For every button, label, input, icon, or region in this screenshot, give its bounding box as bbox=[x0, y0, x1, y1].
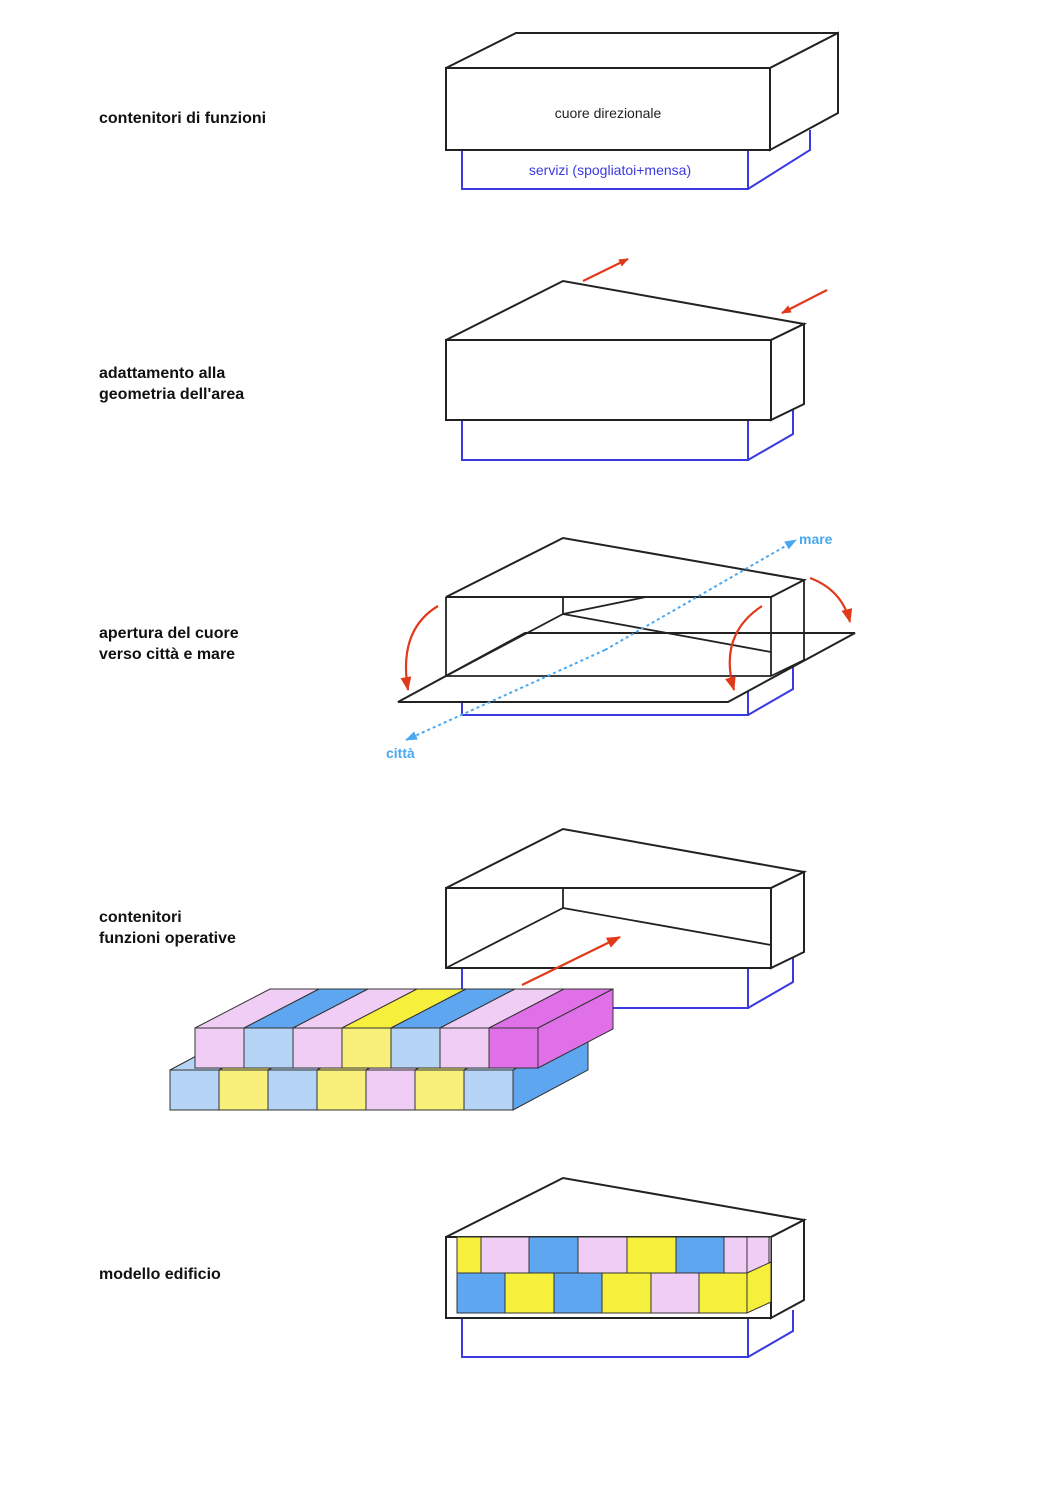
services-volume bbox=[461, 130, 811, 190]
block bbox=[528, 1236, 579, 1274]
step3-diagram: mare città bbox=[386, 531, 856, 761]
block bbox=[341, 1027, 392, 1069]
block bbox=[675, 1236, 725, 1274]
city-label: città bbox=[386, 745, 415, 761]
arrow-left bbox=[781, 289, 828, 314]
arrow-right bbox=[582, 258, 629, 282]
step-label-operative: contenitori funzioni operative bbox=[99, 909, 236, 947]
core-label: cuore direzionale bbox=[555, 105, 662, 121]
services-label: servizi (spogliatoi+mensa) bbox=[529, 162, 691, 178]
block bbox=[439, 1027, 490, 1069]
block bbox=[292, 1027, 343, 1069]
model-blocks bbox=[456, 1236, 772, 1314]
block bbox=[456, 1236, 482, 1274]
open-core bbox=[445, 536, 808, 677]
block bbox=[456, 1272, 506, 1314]
block bbox=[650, 1272, 700, 1314]
block bbox=[414, 1069, 465, 1111]
block-side bbox=[537, 988, 614, 1069]
block bbox=[316, 1069, 367, 1111]
arrow-open-middle bbox=[725, 605, 763, 691]
services-volume bbox=[461, 1310, 794, 1358]
block bbox=[626, 1236, 677, 1274]
arrow-open-left bbox=[400, 605, 439, 691]
block bbox=[169, 1069, 220, 1111]
block bbox=[390, 1027, 441, 1069]
block bbox=[267, 1069, 318, 1111]
step5-diagram bbox=[445, 1176, 808, 1358]
block bbox=[194, 1027, 245, 1069]
operative-blocks-upper bbox=[194, 988, 614, 1069]
step-label-containers: contenitori di funzioni bbox=[99, 110, 267, 127]
block bbox=[480, 1236, 530, 1274]
open-core bbox=[445, 827, 808, 970]
city-direction-arrow bbox=[405, 649, 606, 741]
block bbox=[577, 1236, 628, 1274]
block bbox=[365, 1069, 416, 1111]
block bbox=[218, 1069, 269, 1111]
block bbox=[723, 1236, 748, 1274]
arrow-open-right bbox=[809, 576, 853, 623]
insert-arrow bbox=[521, 936, 621, 986]
sea-label: mare bbox=[799, 531, 833, 547]
block bbox=[463, 1069, 514, 1111]
sea-direction-arrow bbox=[604, 539, 797, 651]
block-side bbox=[768, 1236, 772, 1264]
block bbox=[601, 1272, 652, 1314]
block bbox=[698, 1272, 748, 1314]
step2-diagram bbox=[445, 258, 828, 461]
block bbox=[553, 1272, 603, 1314]
core-volume bbox=[445, 279, 808, 422]
core-volume bbox=[445, 31, 839, 152]
step-label-geometry: adattamento alla geometria dell'area bbox=[99, 365, 245, 403]
block bbox=[488, 1027, 539, 1069]
step-label-opening: apertura del cuore verso città e mare bbox=[99, 625, 239, 663]
block bbox=[504, 1272, 555, 1314]
step-label-model: modello edificio bbox=[99, 1266, 221, 1283]
block-side bbox=[746, 1261, 772, 1314]
services-volume bbox=[461, 410, 794, 461]
block bbox=[243, 1027, 294, 1069]
step1-diagram: cuore direzionale servizi (spogliatoi+me… bbox=[445, 31, 839, 190]
step4-diagram bbox=[169, 827, 808, 1111]
